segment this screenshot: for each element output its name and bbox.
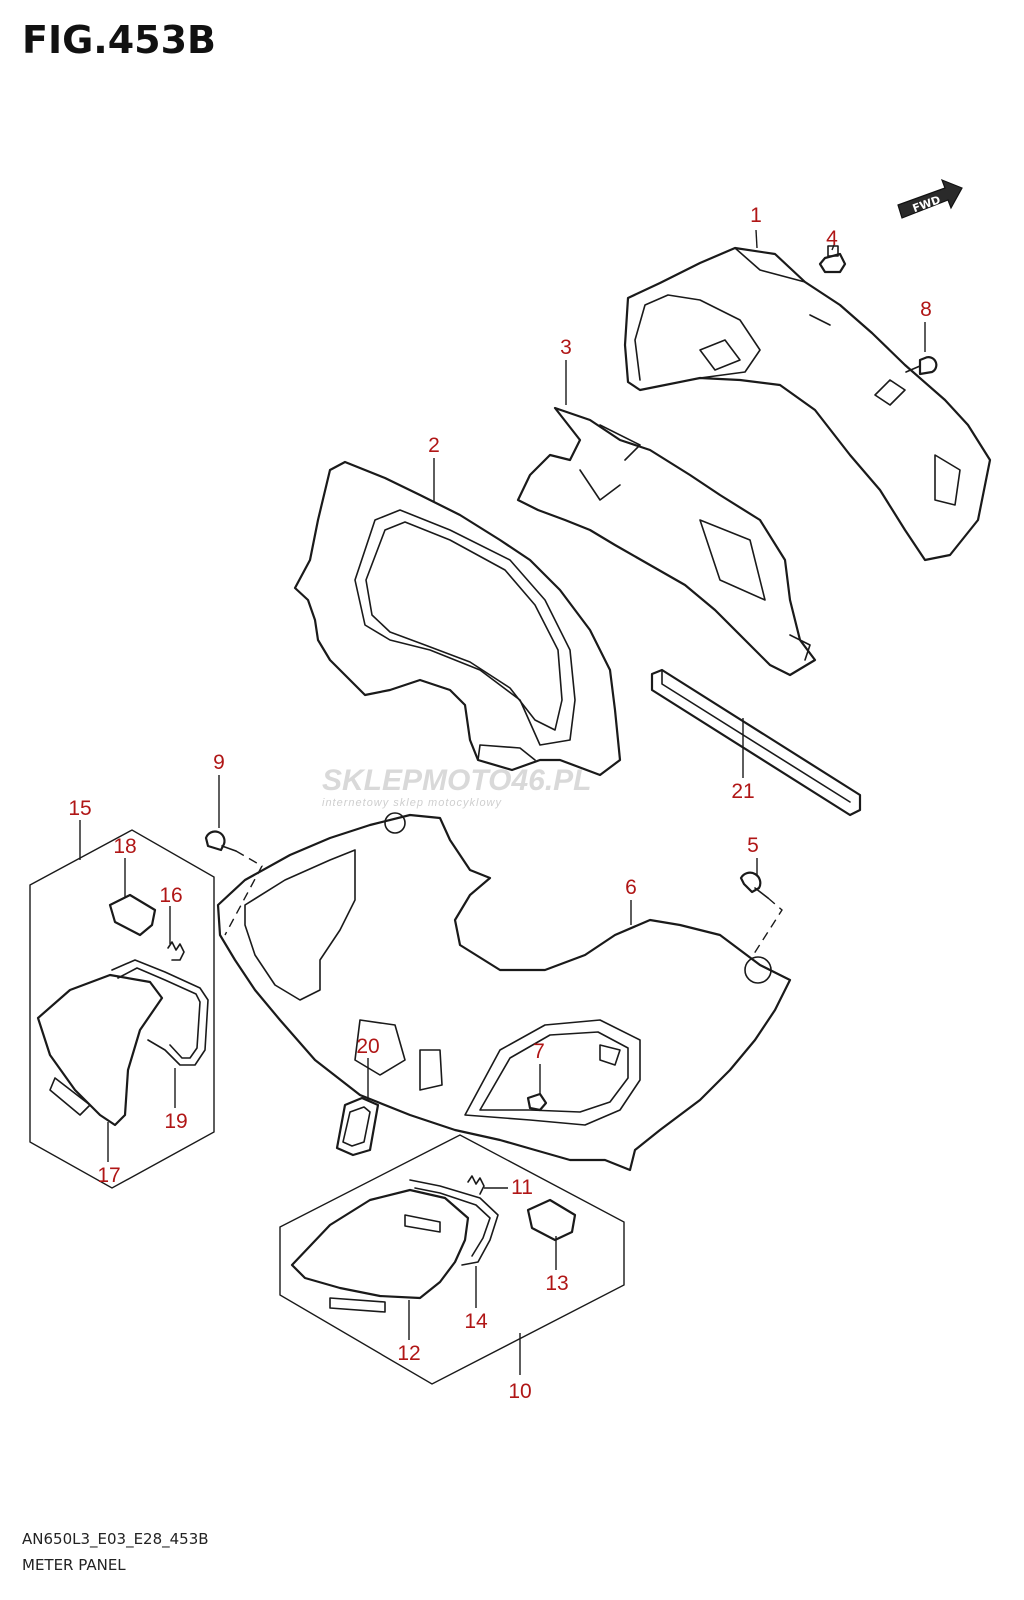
part-13-cap (526, 1198, 577, 1242)
part-9-screw (204, 830, 263, 936)
callout-20: 20 (356, 1035, 379, 1058)
callout-labels: 1 2 3 4 5 6 7 8 9 10 11 12 13 14 15 16 1… (68, 204, 932, 1403)
part-10-assembly-frame (279, 1134, 625, 1385)
callout-5: 5 (747, 834, 759, 857)
callout-14: 14 (464, 1310, 488, 1333)
callout-21: 21 (731, 780, 754, 803)
callout-9: 9 (213, 751, 225, 774)
watermark-text: SKLEPMOTO46.PL (322, 764, 592, 797)
part-14-seal (409, 1179, 499, 1266)
callout-4: 4 (826, 227, 838, 250)
part-11-spring (467, 1175, 485, 1195)
figure-model-code: AN650L3_E03_E28_453B (22, 1530, 209, 1548)
part-7-clip (526, 1092, 548, 1112)
callout-16: 16 (159, 884, 182, 907)
part-8-screw (905, 356, 938, 376)
part-20-lens (335, 1096, 380, 1157)
part-19-seal (111, 959, 209, 1066)
part-12-lid (290, 1188, 470, 1313)
part-3-inner-panel (516, 406, 817, 677)
fwd-label: FWD (911, 193, 942, 215)
callout-7: 7 (533, 1040, 545, 1063)
callout-3: 3 (560, 336, 572, 359)
leader-lines (79, 229, 926, 1375)
callout-6: 6 (625, 876, 637, 899)
callout-18: 18 (113, 835, 136, 858)
figure-title: FIG.453B (22, 18, 217, 62)
callout-1: 1 (750, 204, 762, 227)
part-15-assembly-frame (29, 829, 215, 1189)
part-1-upper-cover (623, 246, 992, 562)
part-5-bolt (739, 871, 783, 961)
part-18-cap (108, 893, 157, 937)
callout-17: 17 (97, 1164, 120, 1187)
callout-15: 15 (68, 797, 91, 820)
callout-10: 10 (508, 1380, 531, 1403)
callout-12: 12 (397, 1342, 420, 1365)
figure-name: METER PANEL (22, 1556, 126, 1574)
callout-11: 11 (511, 1176, 533, 1199)
callout-8: 8 (920, 298, 932, 321)
part-17-lid (36, 973, 164, 1127)
part-16-spring (167, 941, 185, 961)
watermark: SKLEPMOTO46.PL internetowy sklep motocyk… (322, 764, 592, 809)
part-4-grommet (818, 245, 847, 274)
callout-2: 2 (428, 434, 440, 457)
part-2-meter-frame (293, 460, 622, 777)
callout-13: 13 (545, 1272, 568, 1295)
part-6-lower-panel (216, 812, 792, 1172)
callout-19: 19 (164, 1110, 187, 1133)
part-21-strip (650, 668, 862, 817)
watermark-subtext: internetowy sklep motocyklowy (322, 797, 503, 809)
fwd-arrow-icon: FWD (897, 178, 963, 219)
